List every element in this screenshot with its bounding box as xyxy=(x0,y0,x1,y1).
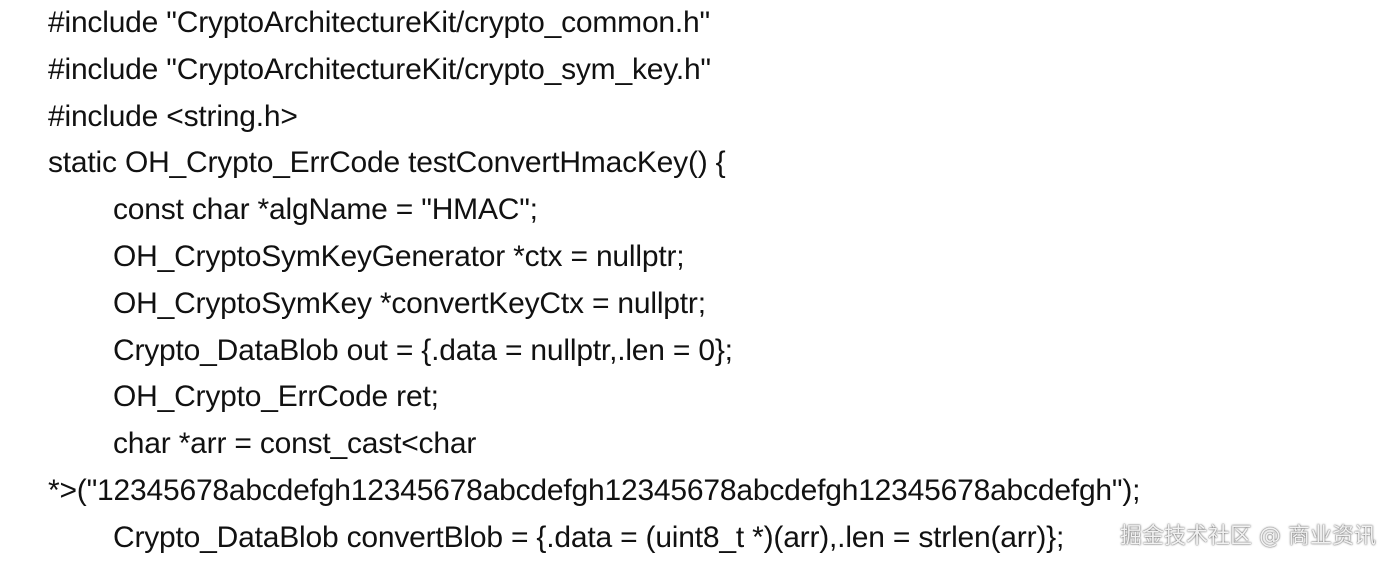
code-line-include-crypto-common: #include "CryptoArchitectureKit/crypto_c… xyxy=(48,6,710,39)
code-line-ret: OH_Crypto_ErrCode ret; xyxy=(113,380,439,414)
code-line-out-blob: Crypto_DataBlob out = {.data = nullptr,.… xyxy=(113,333,733,367)
code-line-include-string: #include <string.h> xyxy=(48,99,298,133)
code-line-arr-value: *>("12345678abcdefgh12345678abcdefgh1234… xyxy=(48,473,1141,507)
code-line-function-signature: static OH_Crypto_ErrCode testConvertHmac… xyxy=(48,146,726,180)
code-line-convert-key-ctx: OH_CryptoSymKey *convertKeyCtx = nullptr… xyxy=(113,286,706,320)
code-block: #include "CryptoArchitectureKit/crypto_c… xyxy=(48,0,1378,562)
watermark: 掘金技术社区 @ 商业资讯 xyxy=(1120,524,1376,549)
code-line-ctx: OH_CryptoSymKeyGenerator *ctx = nullptr; xyxy=(113,239,685,273)
code-line-convert-blob: Crypto_DataBlob convertBlob = {.data = (… xyxy=(113,520,1065,554)
code-line-include-crypto-sym-key: #include "CryptoArchitectureKit/crypto_s… xyxy=(48,52,711,86)
code-line-arr-decl: char *arr = const_cast<char xyxy=(113,427,477,461)
code-line-alg-name: const char *algName = "HMAC"; xyxy=(113,193,538,227)
